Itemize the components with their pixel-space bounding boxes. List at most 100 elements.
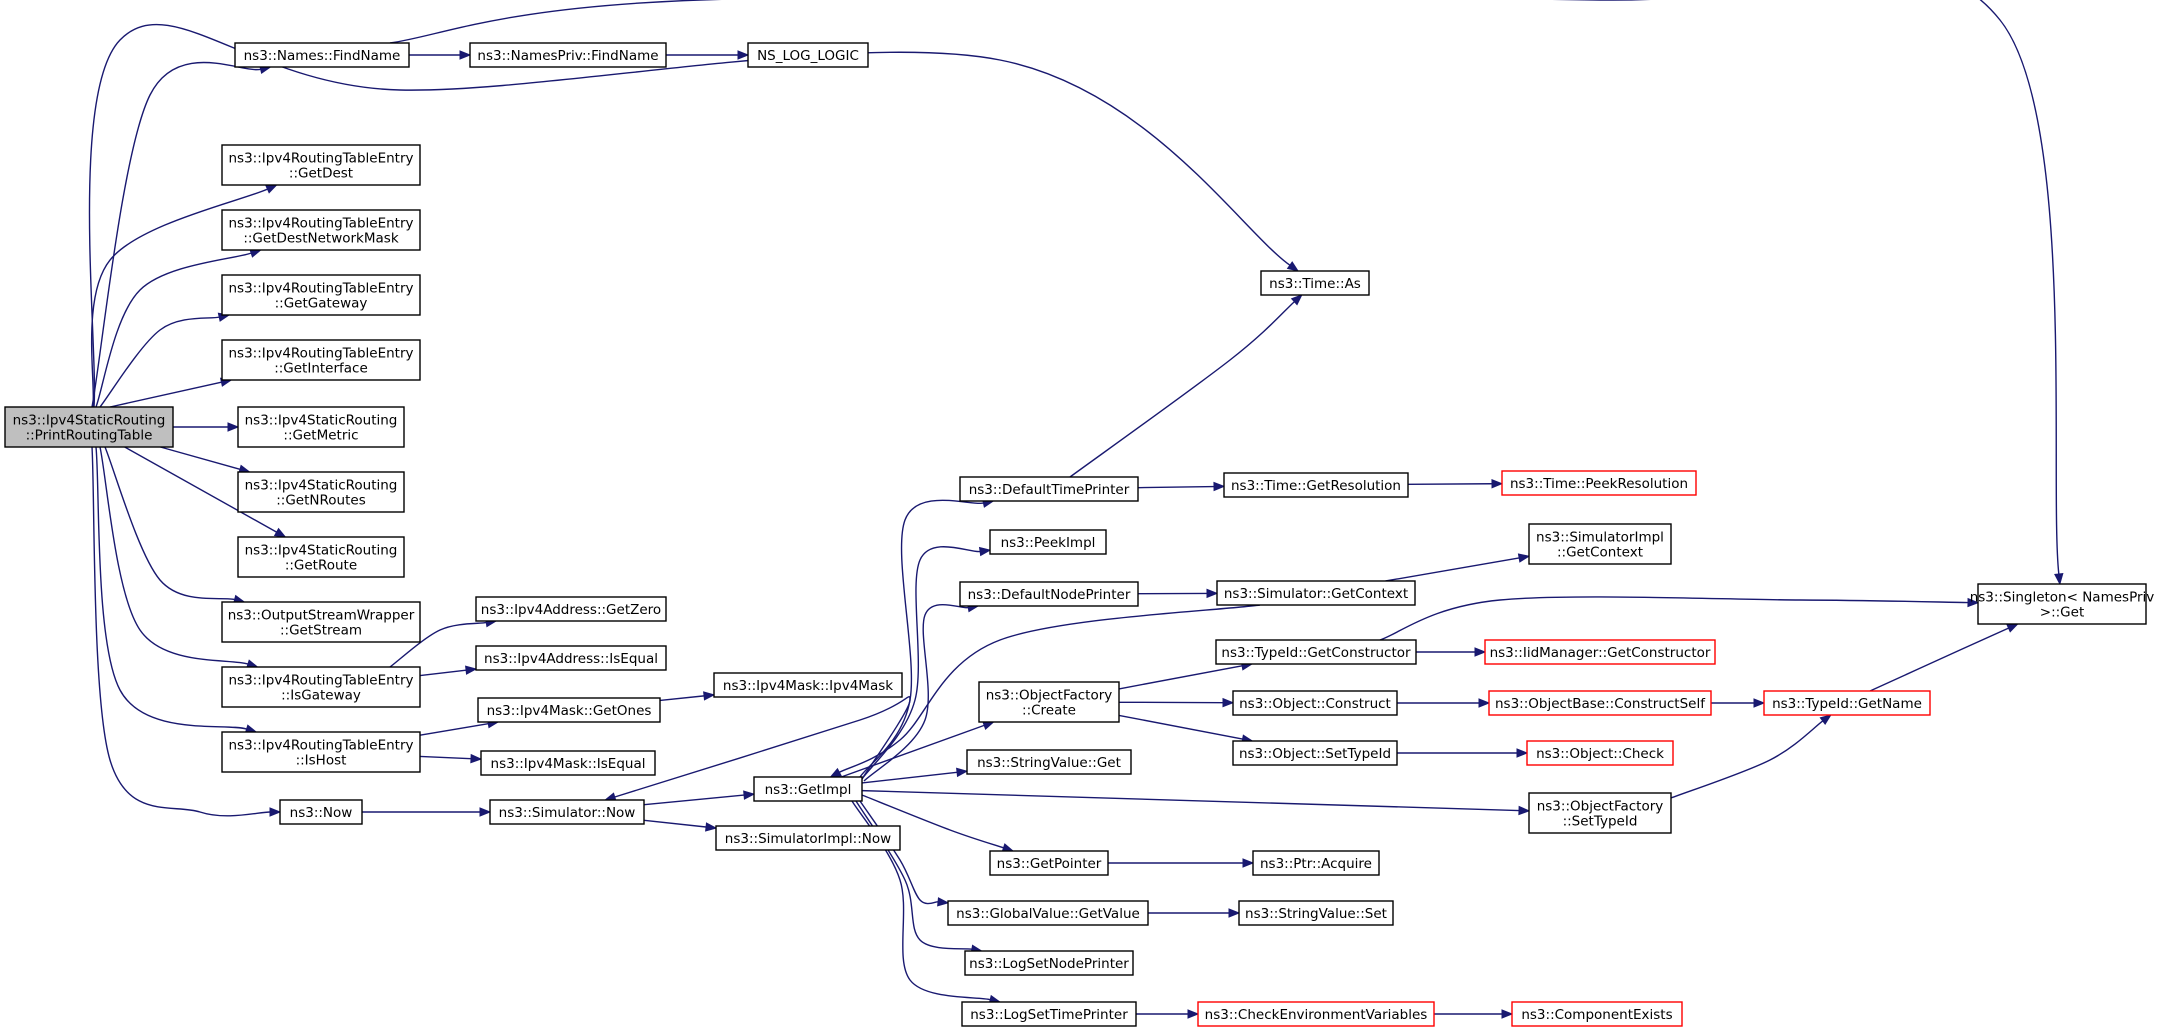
node-box[interactable] xyxy=(480,750,656,776)
node-root[interactable]: ns3::Ipv4StaticRouting::PrintRoutingTabl… xyxy=(4,406,174,448)
node-box[interactable] xyxy=(477,697,661,723)
node-box[interactable] xyxy=(237,536,405,578)
node-getpointer[interactable]: ns3::GetPointer xyxy=(989,850,1109,876)
node-sr-getmetric[interactable]: ns3::Ipv4StaticRouting::GetMetric xyxy=(237,406,405,448)
node-box[interactable] xyxy=(715,825,901,851)
node-box[interactable] xyxy=(1501,470,1697,496)
node-simulator-getcontext[interactable]: ns3::Simulator::GetContext xyxy=(1216,580,1416,606)
node-ipv4mask-getones[interactable]: ns3::Ipv4Mask::GetOnes xyxy=(477,697,661,723)
node-object-check[interactable]: ns3::Object::Check xyxy=(1526,740,1674,766)
node-box[interactable] xyxy=(234,42,410,68)
node-box[interactable] xyxy=(961,1001,1137,1027)
node-box[interactable] xyxy=(989,529,1107,555)
node-box[interactable] xyxy=(237,406,405,448)
node-rte-getdest[interactable]: ns3::Ipv4RoutingTableEntry::GetDest xyxy=(221,144,421,186)
node-box[interactable] xyxy=(747,42,869,68)
node-object-construct[interactable]: ns3::Object::Construct xyxy=(1232,690,1398,716)
node-box[interactable] xyxy=(489,799,645,825)
node-box[interactable] xyxy=(959,581,1139,607)
node-box[interactable] xyxy=(1223,472,1409,498)
node-peekimpl[interactable]: ns3::PeekImpl xyxy=(989,529,1107,555)
node-box[interactable] xyxy=(1197,1001,1435,1027)
node-box[interactable] xyxy=(221,601,421,643)
node-objectfactory-create[interactable]: ns3::ObjectFactory::Create xyxy=(978,681,1120,723)
node-box[interactable] xyxy=(221,209,421,251)
node-componentexists[interactable]: ns3::ComponentExists xyxy=(1511,1001,1683,1027)
node-box[interactable] xyxy=(475,596,667,622)
node-simulatorimpl-getcontext[interactable]: ns3::SimulatorImpl::GetContext xyxy=(1528,523,1672,565)
node-stringvalue-get[interactable]: ns3::StringValue::Get xyxy=(966,749,1132,775)
node-box[interactable] xyxy=(237,471,405,513)
node-box[interactable] xyxy=(713,672,903,698)
node-rte-isgateway[interactable]: ns3::Ipv4RoutingTableEntry::IsGateway xyxy=(221,666,421,708)
node-box[interactable] xyxy=(469,42,667,68)
node-box[interactable] xyxy=(4,406,174,448)
node-sr-getnroutes[interactable]: ns3::Ipv4StaticRouting::GetNRoutes xyxy=(237,471,405,513)
node-box[interactable] xyxy=(989,850,1109,876)
node-objectfactory-settypeid[interactable]: ns3::ObjectFactory::SetTypeId xyxy=(1528,792,1672,834)
node-rte-ishost[interactable]: ns3::Ipv4RoutingTableEntry::IsHost xyxy=(221,731,421,773)
node-defaulttimeprinter[interactable]: ns3::DefaultTimePrinter xyxy=(959,476,1139,502)
node-ipv4addr-isequal[interactable]: ns3::Ipv4Address::IsEqual xyxy=(475,645,667,671)
node-defaultnodeprinter[interactable]: ns3::DefaultNodePrinter xyxy=(959,581,1139,607)
node-box[interactable] xyxy=(1216,580,1416,606)
node-box[interactable] xyxy=(221,274,421,316)
node-box[interactable] xyxy=(1232,740,1398,766)
node-objectbase-constructself[interactable]: ns3::ObjectBase::ConstructSelf xyxy=(1488,690,1712,716)
node-checkenvironmentvariables[interactable]: ns3::CheckEnvironmentVariables xyxy=(1197,1001,1435,1027)
node-box[interactable] xyxy=(978,681,1120,723)
node-box[interactable] xyxy=(1977,583,2147,625)
node-ns-log-logic[interactable]: NS_LOG_LOGIC xyxy=(747,42,869,68)
node-time-getresolution[interactable]: ns3::Time::GetResolution xyxy=(1223,472,1409,498)
node-osw-getstream[interactable]: ns3::OutputStreamWrapper::GetStream xyxy=(221,601,421,643)
node-rte-getdestnetworkmask[interactable]: ns3::Ipv4RoutingTableEntry::GetDestNetwo… xyxy=(221,209,421,251)
node-box[interactable] xyxy=(279,799,363,825)
node-simulator-now[interactable]: ns3::Simulator::Now xyxy=(489,799,645,825)
node-box[interactable] xyxy=(1763,690,1931,716)
node-rte-getinterface[interactable]: ns3::Ipv4RoutingTableEntry::GetInterface xyxy=(221,339,421,381)
node-box[interactable] xyxy=(753,776,863,802)
node-box[interactable] xyxy=(1488,690,1712,716)
node-globalvalue-getvalue[interactable]: ns3::GlobalValue::GetValue xyxy=(947,900,1149,926)
node-getimpl[interactable]: ns3::GetImpl xyxy=(753,776,863,802)
node-logsetnodeprinter[interactable]: ns3::LogSetNodePrinter xyxy=(964,950,1134,976)
node-now[interactable]: ns3::Now xyxy=(279,799,363,825)
node-time-peekresolution[interactable]: ns3::Time::PeekResolution xyxy=(1501,470,1697,496)
node-names-findname[interactable]: ns3::Names::FindName xyxy=(234,42,410,68)
node-box[interactable] xyxy=(947,900,1149,926)
node-box[interactable] xyxy=(1215,639,1417,665)
node-box[interactable] xyxy=(475,645,667,671)
node-box[interactable] xyxy=(1252,850,1380,876)
node-box[interactable] xyxy=(1528,523,1672,565)
node-namespriv-findname[interactable]: ns3::NamesPriv::FindName xyxy=(469,42,667,68)
node-simulatorimpl-now[interactable]: ns3::SimulatorImpl::Now xyxy=(715,825,901,851)
node-singleton-get[interactable]: ns3::Singleton< NamesPriv >::Get xyxy=(1970,583,2155,625)
node-object-settypeid[interactable]: ns3::Object::SetTypeId xyxy=(1232,740,1398,766)
node-logsettimeprinter[interactable]: ns3::LogSetTimePrinter xyxy=(961,1001,1137,1027)
node-box[interactable] xyxy=(1238,900,1394,926)
node-box[interactable] xyxy=(1528,792,1672,834)
node-box[interactable] xyxy=(959,476,1139,502)
node-box[interactable] xyxy=(1526,740,1674,766)
node-box[interactable] xyxy=(221,339,421,381)
node-typeid-getname[interactable]: ns3::TypeId::GetName xyxy=(1763,690,1931,716)
node-box[interactable] xyxy=(1232,690,1398,716)
node-box[interactable] xyxy=(221,144,421,186)
node-time-as[interactable]: ns3::Time::As xyxy=(1260,270,1370,296)
node-box[interactable] xyxy=(221,731,421,773)
node-ptr-acquire[interactable]: ns3::Ptr::Acquire xyxy=(1252,850,1380,876)
node-box[interactable] xyxy=(1484,639,1716,665)
node-ipv4mask-ipv4mask[interactable]: ns3::Ipv4Mask::Ipv4Mask xyxy=(713,672,903,698)
node-sr-getroute[interactable]: ns3::Ipv4StaticRouting::GetRoute xyxy=(237,536,405,578)
node-box[interactable] xyxy=(964,950,1134,976)
node-box[interactable] xyxy=(221,666,421,708)
node-box[interactable] xyxy=(966,749,1132,775)
node-stringvalue-set[interactable]: ns3::StringValue::Set xyxy=(1238,900,1394,926)
node-box[interactable] xyxy=(1260,270,1370,296)
node-typeid-getconstructor[interactable]: ns3::TypeId::GetConstructor xyxy=(1215,639,1417,665)
node-ipv4mask-isequal[interactable]: ns3::Ipv4Mask::IsEqual xyxy=(480,750,656,776)
node-rte-getgateway[interactable]: ns3::Ipv4RoutingTableEntry::GetGateway xyxy=(221,274,421,316)
node-iidmanager-getconstructor[interactable]: ns3::IidManager::GetConstructor xyxy=(1484,639,1716,665)
node-ipv4addr-getzero[interactable]: ns3::Ipv4Address::GetZero xyxy=(475,596,667,622)
node-box[interactable] xyxy=(1511,1001,1683,1027)
